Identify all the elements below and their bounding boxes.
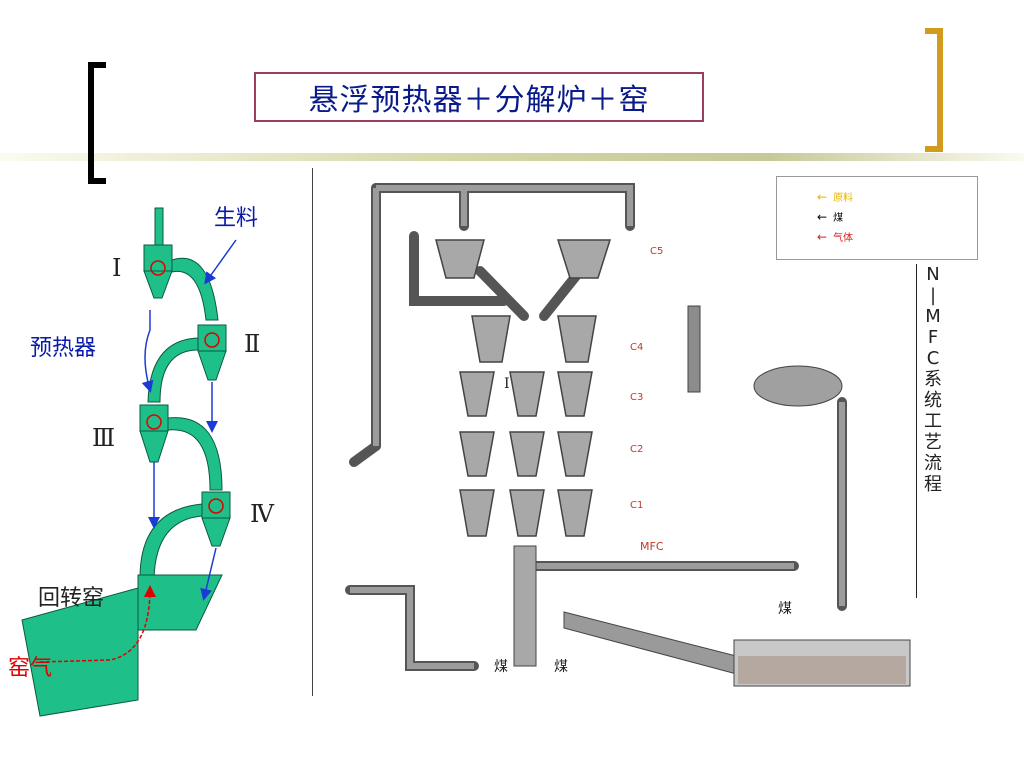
- header-divider-bar: [0, 153, 1024, 161]
- stage-1-label: Ⅰ: [112, 254, 122, 282]
- vertical-title-char: |: [929, 285, 937, 306]
- vertical-title-char: F: [927, 327, 939, 348]
- diagram-separator: [312, 168, 313, 696]
- legend: ← 原料 ← 煤 ← 气体: [776, 176, 978, 260]
- left-bracket-decoration: [88, 62, 106, 184]
- vertical-title-border: [916, 264, 917, 598]
- vertical-title-char: 程: [924, 474, 942, 495]
- cyclone-stage-1: [143, 244, 173, 299]
- page-title: 悬浮预热器＋分解炉＋窑: [254, 72, 704, 122]
- stage-2-label: Ⅱ: [244, 330, 261, 358]
- coal-label-right: 煤: [554, 659, 568, 675]
- legend-item-raw: ← 原料: [817, 189, 854, 205]
- coal-label-kiln: 煤: [778, 601, 792, 617]
- cyclone-label-c3: C3: [630, 392, 644, 403]
- cyclone-label-c1: C1: [630, 500, 644, 511]
- vertical-title-char: 工: [924, 411, 942, 432]
- raw-material-label: 生料: [214, 206, 259, 231]
- cyclone-stage-4: [201, 491, 231, 547]
- stage-4-label: Ⅳ: [250, 500, 274, 528]
- legend-label-gas: 气体: [833, 233, 854, 244]
- cyclone-tower: [435, 239, 612, 537]
- vertical-title-char: 系: [924, 369, 942, 390]
- cyclone-label-c4: C4: [630, 342, 644, 353]
- vertical-title-char: 流: [924, 453, 942, 474]
- vertical-title: N | M F C 系 统 工 艺 流 程: [918, 264, 948, 495]
- coal-label-left: 煤: [494, 659, 508, 675]
- cyclone-stage-2: [197, 324, 227, 381]
- legend-label-coal: 煤: [833, 213, 844, 224]
- cyclone-label-c2: C2: [630, 444, 644, 455]
- preheater-label: 预热器: [30, 336, 97, 361]
- legend-item-coal: ← 煤: [817, 209, 844, 225]
- legend-label-raw: 原料: [833, 193, 854, 204]
- right-bracket-decoration: [925, 28, 943, 152]
- legend-item-gas: ← 气体: [817, 229, 854, 245]
- vertical-title-char: M: [925, 306, 941, 327]
- rotary-kiln-label: 回转窑: [38, 586, 105, 611]
- kiln-gas-label: 窑气: [8, 656, 53, 681]
- stage-3-label: Ⅲ: [92, 424, 116, 452]
- vertical-title-char: 艺: [924, 432, 942, 453]
- vertical-title-char: 统: [924, 390, 942, 411]
- preheater-kiln-diagram: [21, 207, 237, 717]
- roman-label: I: [504, 376, 510, 392]
- mfc-label: MFC: [640, 540, 664, 553]
- cyclone-stage-3: [139, 404, 169, 463]
- vertical-title-char: N: [926, 264, 940, 285]
- cyclone-label-c5: C5: [650, 246, 664, 257]
- vertical-title-char: C: [926, 348, 940, 369]
